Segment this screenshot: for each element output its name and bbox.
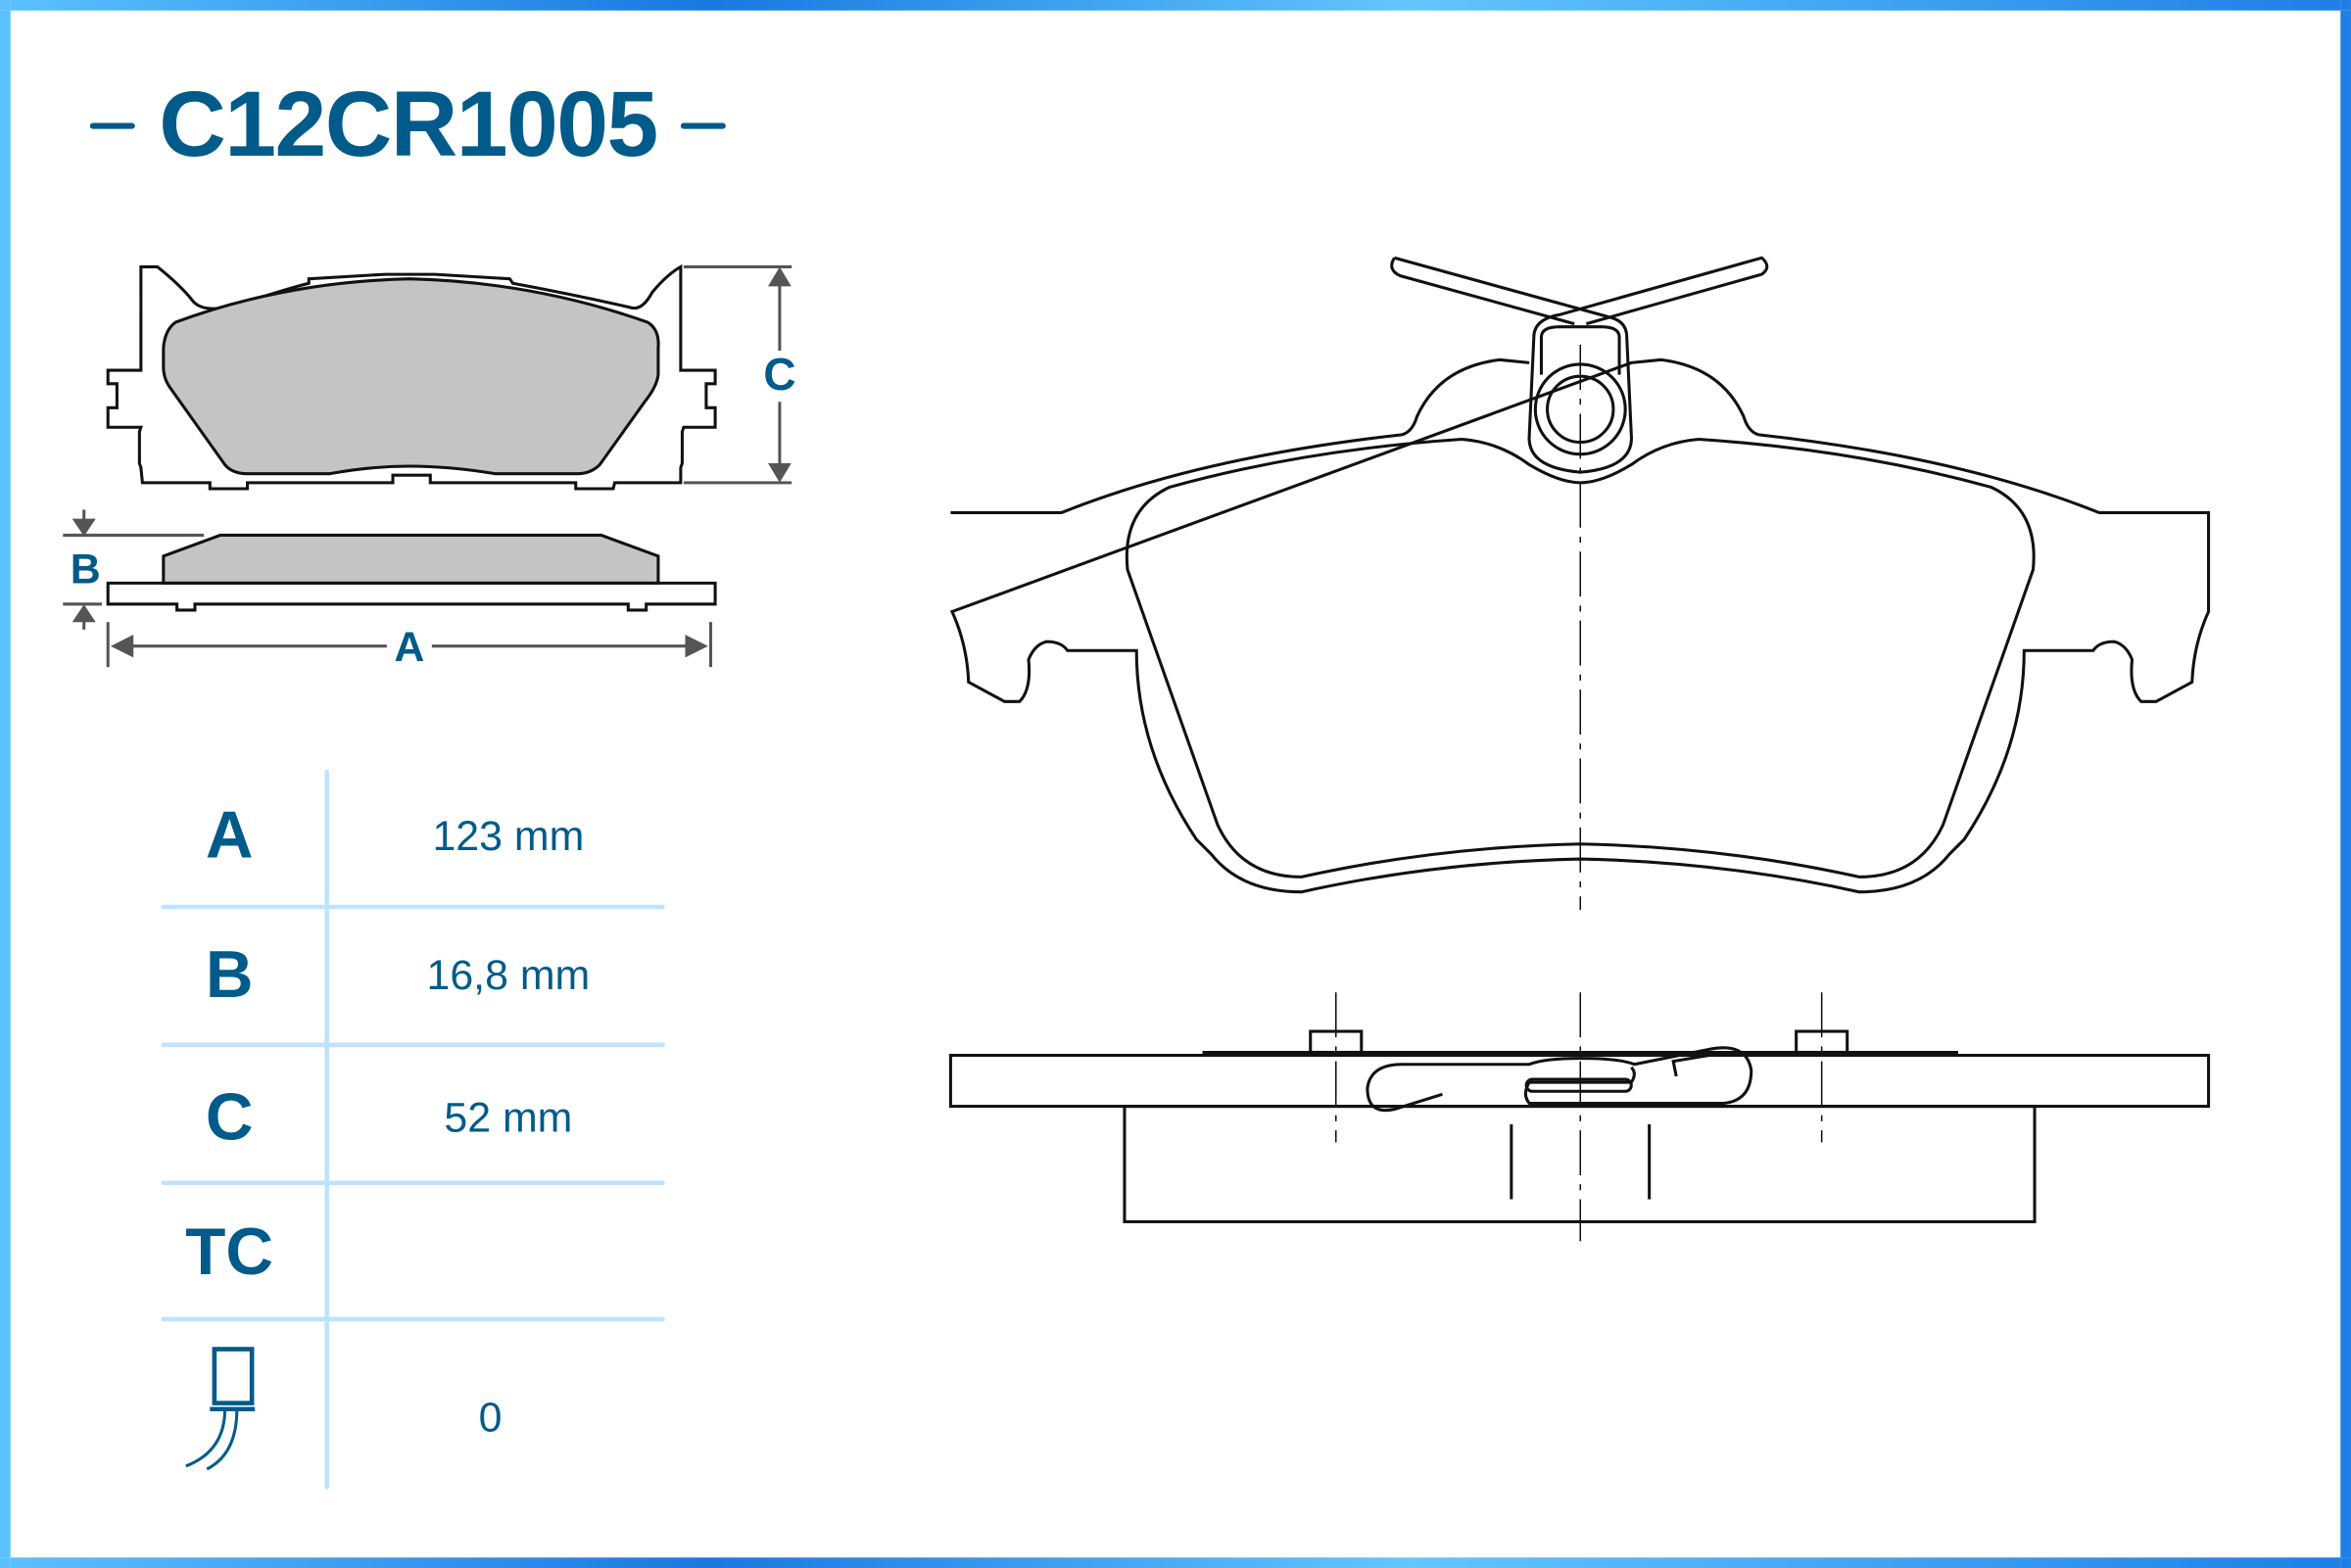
side-friction-material: [162, 533, 660, 585]
title-dash-right: [681, 121, 727, 128]
large-pad-front-view: [949, 256, 2211, 911]
page-title: C12CR1005: [89, 71, 727, 178]
wear-sensor-icon: [185, 1347, 256, 1471]
dimension-label-b: B: [70, 546, 101, 593]
spec-label-a: A: [205, 798, 254, 873]
spec-value-b: 16,8 mm: [426, 951, 591, 999]
dimension-lines: [63, 264, 792, 668]
spec-table-grid: [161, 769, 665, 1490]
side-backing-plate: [106, 581, 717, 612]
large-pad-side-view: [948, 992, 2211, 1242]
small-pad-top-view: [106, 263, 717, 491]
large-backing-plate: [949, 357, 2211, 894]
spec-value-a: 123 mm: [432, 812, 585, 860]
dimension-label-c: C: [763, 351, 796, 401]
dimension-label-a: A: [394, 623, 425, 671]
spec-label-tc: TC: [185, 1215, 274, 1290]
spec-label-b: B: [205, 938, 254, 1013]
spec-value-wear-sensor: 0: [478, 1394, 503, 1441]
small-friction-material: [162, 277, 660, 476]
retaining-clip: [1390, 256, 1769, 474]
small-pad-side-view: [106, 533, 717, 612]
large-friction-material: [1125, 437, 2036, 879]
title-dash-left: [89, 121, 135, 128]
part-number: C12CR1005: [159, 72, 658, 177]
spec-label-c: C: [205, 1080, 254, 1155]
spec-value-c: 52 mm: [444, 1094, 573, 1141]
